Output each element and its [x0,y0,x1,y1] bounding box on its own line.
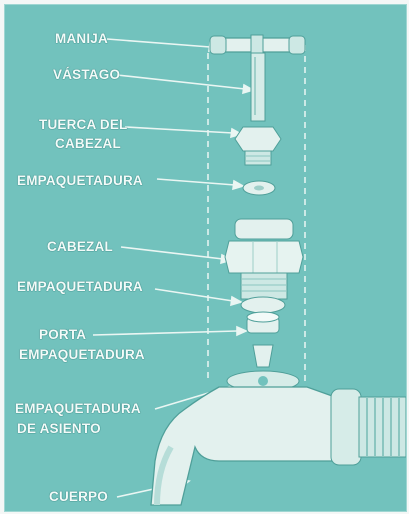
label-seat-washer-line2: DE ASIENTO [17,421,101,437]
label-bonnet-nut-line1: TUERCA DEL [39,117,128,133]
bonnet-nut-part [235,127,281,165]
label-bonnet-nut-line2: CABEZAL [55,136,121,152]
label-top-washer: EMPAQUETADURA [17,173,143,189]
stem-part [251,53,265,121]
label-bonnet: CABEZAL [47,239,113,255]
diagram-frame: MANIJA VÁSTAGO TUERCA DEL CABEZAL EMPAQU… [4,4,407,512]
bonnet-part [225,219,303,299]
washer-holder-part [247,312,279,333]
handle-part [210,35,305,55]
label-body: CUERPO [49,489,108,505]
label-stem: VÁSTAGO [53,67,120,83]
middle-washer-part [241,297,285,313]
faucet-body-part [151,371,406,505]
label-seat-washer-line1: EMPAQUETADURA [15,401,141,417]
label-handle: MANIJA [55,31,108,47]
label-washer-holder-line1: PORTA [39,327,86,343]
label-washer-holder-line2: EMPAQUETADURA [19,347,145,363]
seat-washer-part [253,345,273,367]
label-middle-washer: EMPAQUETADURA [17,279,143,295]
